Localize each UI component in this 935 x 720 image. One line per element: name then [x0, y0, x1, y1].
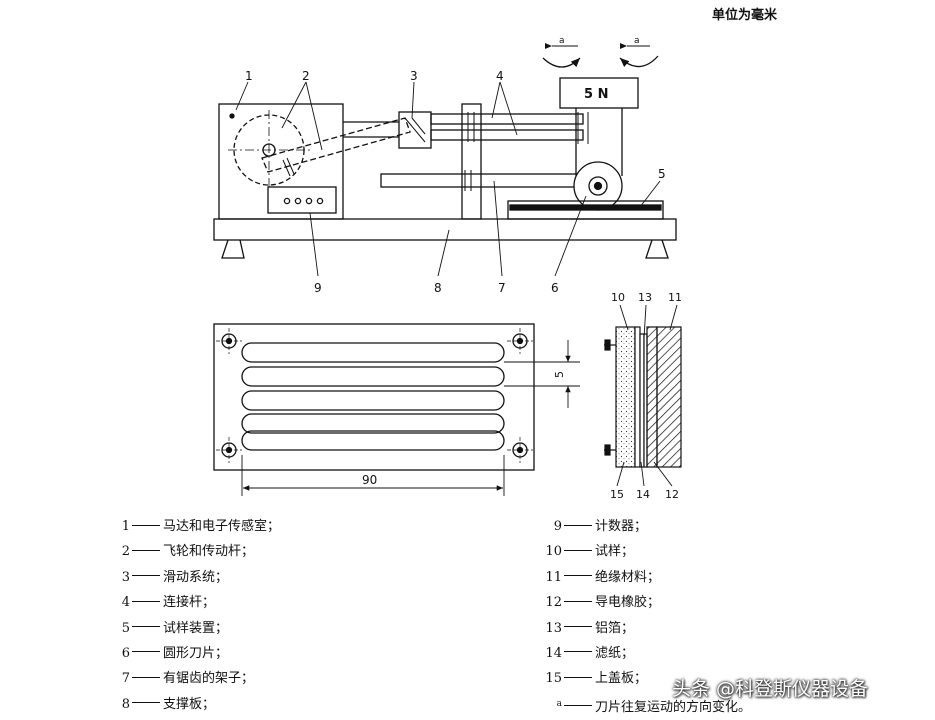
bolt-upper [604, 339, 616, 351]
connecting-rod-lower [430, 129, 584, 141]
bolt-hole-br [507, 437, 533, 463]
top-cover-plate [615, 326, 636, 468]
bolt-hole-tr [507, 328, 533, 354]
bolt-hole-tl [216, 328, 242, 354]
callout-4: 4 [496, 69, 504, 83]
plan-view [213, 323, 580, 496]
callout-11: 11 [668, 291, 682, 304]
dimension-slot-width: 5 [553, 371, 566, 378]
motor-chamber [218, 103, 344, 220]
insulation-layer [656, 326, 682, 468]
counter-dot-3 [305, 197, 313, 205]
holder-plate [213, 323, 535, 471]
bolt-hole-bl [216, 437, 242, 463]
direction-mark-right: a [634, 36, 640, 46]
cross-section [604, 304, 682, 487]
callout-6: 6 [551, 281, 559, 295]
callout-10: 10 [611, 291, 625, 304]
slot-1 [241, 342, 505, 363]
weight-box [559, 77, 639, 109]
base-foot-left [221, 239, 245, 259]
direction-arrow-left [542, 57, 581, 68]
dimension-slot-length: 90 [362, 473, 377, 487]
callout-7: 7 [498, 281, 506, 295]
direction-arrow-right [619, 55, 659, 68]
side-view [213, 43, 677, 277]
watermark: 头条 @科登斯仪器设备 [672, 678, 869, 700]
callout-3: 3 [410, 69, 418, 83]
specimen-layer [634, 326, 641, 468]
weight-label: 5 N [584, 87, 608, 102]
bolt-lower [604, 444, 616, 456]
unit-note: 单位为毫米 [712, 7, 778, 23]
callout-8: 8 [434, 281, 442, 295]
callout-9: 9 [314, 281, 322, 295]
direction-mark-left: a [559, 36, 565, 46]
blade-hub [588, 176, 608, 196]
callout-5: 5 [658, 167, 666, 181]
slot-4 [241, 413, 505, 434]
transmission-rod [261, 117, 411, 173]
callout-14: 14 [636, 488, 650, 501]
support-plate [213, 218, 677, 241]
callout-13: 13 [638, 291, 652, 304]
blade-carrier [575, 108, 623, 176]
conductive-rubber-layer [646, 326, 658, 468]
counter-dot-4 [316, 197, 324, 205]
slot-5 [241, 430, 505, 451]
callout-1: 1 [245, 69, 253, 83]
serrated-rack [380, 173, 590, 188]
counter-dot-2 [294, 197, 302, 205]
counter-dot-1 [283, 197, 291, 205]
connecting-rod-upper [430, 113, 584, 125]
callout-12: 12 [665, 488, 679, 501]
callout-2: 2 [302, 69, 310, 83]
vertical-post [461, 103, 482, 220]
counter [267, 186, 337, 214]
specimen-fixture [507, 200, 664, 220]
callout-15: 15 [610, 488, 624, 501]
motor-chamber-dot [229, 113, 235, 119]
base-foot-right [645, 239, 669, 259]
slot-2 [241, 366, 505, 387]
slot-3 [241, 390, 505, 411]
